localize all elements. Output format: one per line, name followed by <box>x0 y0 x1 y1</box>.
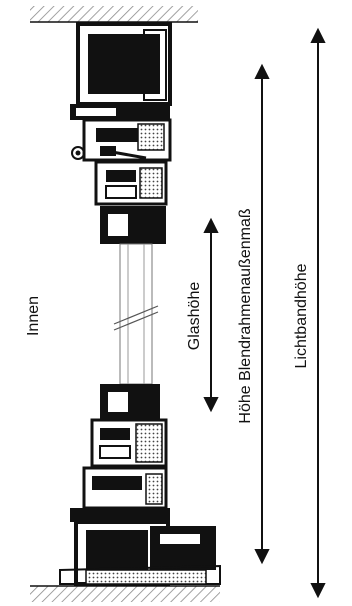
bottom-sash-profile <box>82 384 168 510</box>
inside-label: Innen <box>25 296 42 336</box>
top-frame-profile <box>70 22 172 120</box>
ceiling-hatch <box>30 6 198 23</box>
dimension-lines <box>203 27 326 599</box>
band-height-label: Lichtbandhöhe <box>293 263 310 368</box>
top-sash-profile <box>71 118 172 244</box>
frame-outer-height-label: Höhe Blendrahmenaußenmaß <box>237 208 254 423</box>
bottom-frame-profile <box>59 508 221 586</box>
floor-hatch <box>30 585 220 602</box>
glass-pane <box>113 243 159 385</box>
glass-height-label: Glashöhe <box>186 282 203 351</box>
